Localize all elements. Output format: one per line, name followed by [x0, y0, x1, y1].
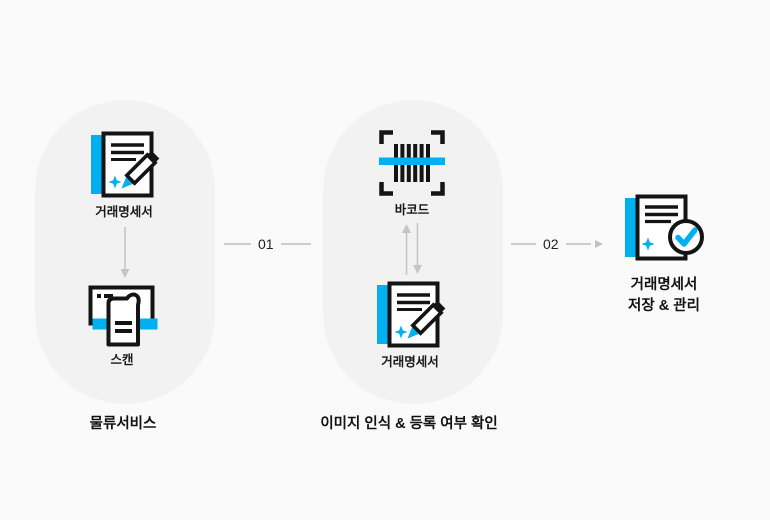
stage-3-title-line-2: 저장 & 관리 [628, 298, 700, 314]
connector-01: 01 [224, 236, 311, 252]
connector-02-label: 02 [543, 236, 559, 252]
flow-line [511, 243, 536, 245]
stage-1-title: 물류서비스 [89, 416, 157, 432]
flow-line [565, 243, 591, 245]
connector-01-label: 01 [258, 236, 274, 252]
down-arrow-icon [120, 227, 130, 278]
flow-line [224, 243, 251, 245]
stage-1-item-1-label: 거래명세서 [95, 205, 153, 219]
document-pencil-icon [91, 131, 160, 198]
right-arrow-icon [594, 240, 603, 248]
stage-2-pill [323, 100, 503, 404]
up-down-arrows-icon [402, 223, 422, 275]
stage-3-title: 거래명세서 저장 & 관리 [628, 275, 700, 317]
stage-2-item-1-label: 바코드 [394, 203, 430, 217]
stage-2-title: 이미지 인식 & 등록 여부 확인 [320, 416, 498, 432]
stage-3-title-line-1: 거래명세서 [630, 277, 698, 293]
flow-line [280, 243, 311, 245]
barcode-icon [379, 130, 445, 196]
document-pencil-icon [377, 281, 446, 348]
scanner-icon [88, 285, 158, 347]
stage-1-item-2-label: 스캔 [110, 353, 134, 367]
document-check-icon [625, 194, 704, 261]
connector-02: 02 [511, 236, 603, 252]
stage-2-item-2-label: 거래명세서 [381, 355, 439, 369]
